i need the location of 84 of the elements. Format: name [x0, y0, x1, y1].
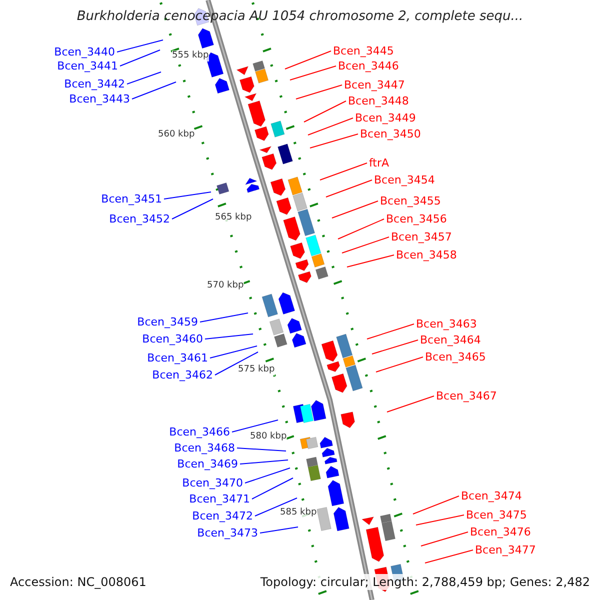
gene-label: Bcen_3463 — [416, 318, 477, 330]
gene-label: Bcen_3448 — [348, 94, 409, 108]
leader-line — [210, 346, 258, 358]
leader-line — [254, 498, 298, 516]
leader-line — [126, 72, 162, 84]
gene-label: Bcen_3450 — [360, 128, 421, 140]
gene-label: Bcen_3469 — [177, 458, 238, 470]
scale-label: 585 kbp — [280, 508, 317, 518]
scale-label: 580 kbp — [250, 432, 287, 442]
leader-line — [342, 236, 390, 254]
gene-label: Bcen_3440 — [54, 46, 115, 58]
leader-line — [172, 198, 214, 220]
gene-label: Bcen_3455 — [380, 194, 441, 208]
gene-label: Bcen_3467 — [436, 390, 497, 402]
leader-line — [386, 396, 434, 412]
leader-line — [338, 218, 384, 240]
leader-line — [252, 478, 294, 500]
gene-label: Bcen_3451 — [101, 192, 162, 206]
gene-label: Bcen_3465 — [425, 350, 486, 364]
leader-line — [424, 550, 474, 564]
gene-label: Bcen_3460 — [142, 332, 203, 346]
gene-label: Bcen_3461 — [147, 352, 208, 364]
gene-label: Bcen_3452 — [109, 212, 170, 226]
leader-line — [308, 118, 354, 136]
leader-line — [260, 526, 298, 534]
scale-label: 570 kbp — [207, 280, 244, 292]
gene-label: Bcen_3449 — [355, 112, 416, 124]
leader-line — [416, 514, 464, 526]
leader-line — [116, 40, 164, 52]
gene-label: Bcen_3475 — [466, 508, 527, 522]
leader-line — [214, 352, 258, 376]
scale-label: 575 kbp — [238, 364, 275, 376]
gene-label: Bcen_3446 — [338, 60, 399, 72]
gene-label: ftrA — [369, 156, 390, 170]
map-title: Burkholderia cenocepacia AU 1054 chromosome 2, complete sequ... — [76, 9, 524, 24]
leader-line — [372, 340, 418, 354]
gene-label: Bcen_3459 — [137, 316, 198, 328]
leader-line — [296, 84, 342, 100]
gene-label: Bcen_3458 — [396, 248, 457, 262]
leader-line — [420, 532, 468, 546]
leader-line — [412, 496, 460, 514]
gene-label: Bcen_3474 — [461, 490, 522, 502]
leader-line — [290, 66, 336, 80]
gene-label: Bcen_3462 — [152, 368, 213, 382]
leader-line — [320, 162, 368, 180]
gene-label: Bcen_3443 — [69, 92, 130, 106]
leader-line — [376, 356, 424, 372]
leader-line — [240, 460, 288, 464]
footer-text: Topology: circular; Length: 2,788,459 bp; Genes: 2,482 — [258, 574, 592, 590]
scale-label: 565 kbp — [215, 212, 252, 224]
gene-label: Bcen_3472 — [192, 510, 253, 522]
leader-line — [164, 192, 212, 200]
leader-line — [304, 100, 346, 122]
gene-label: Bcen_3473 — [197, 526, 258, 540]
leader-line — [204, 334, 254, 340]
gene-label: Bcen_3477 — [475, 544, 536, 556]
leader-line — [332, 200, 378, 218]
leader-line — [200, 312, 248, 322]
leader-line — [244, 468, 290, 484]
leader-line — [346, 254, 394, 268]
leader-line — [232, 420, 278, 432]
scale-label: 560 kbp — [158, 130, 195, 140]
gene-label: Bcen_3456 — [386, 212, 447, 226]
scale-label: 555 kbp — [172, 50, 209, 62]
leader-line — [120, 50, 160, 66]
leader-line — [236, 448, 286, 452]
leader-line — [284, 50, 332, 70]
gene-label: Bcen_3447 — [344, 78, 405, 92]
gene-label: Bcen_3445 — [333, 44, 394, 58]
gene-label: Bcen_3454 — [374, 174, 435, 186]
gene-label: Bcen_3442 — [64, 78, 125, 90]
leader-line — [366, 324, 414, 340]
gene-label: Bcen_3470 — [182, 476, 243, 490]
gene-label: Bcen_3468 — [174, 442, 235, 454]
gene-label: Bcen_3464 — [420, 334, 481, 346]
leader-line — [132, 82, 176, 100]
leader-line — [326, 180, 372, 198]
gene-label: Bcen_3441 — [57, 60, 118, 72]
gene-label: Bcen_3476 — [470, 526, 531, 538]
gene-label: Bcen_3457 — [391, 230, 452, 244]
gene-label: Bcen_3471 — [189, 492, 250, 506]
leader-line — [310, 134, 358, 148]
footer-text: Accession: NC_008061 — [8, 574, 148, 590]
gene-label: Bcen_3466 — [169, 426, 230, 438]
